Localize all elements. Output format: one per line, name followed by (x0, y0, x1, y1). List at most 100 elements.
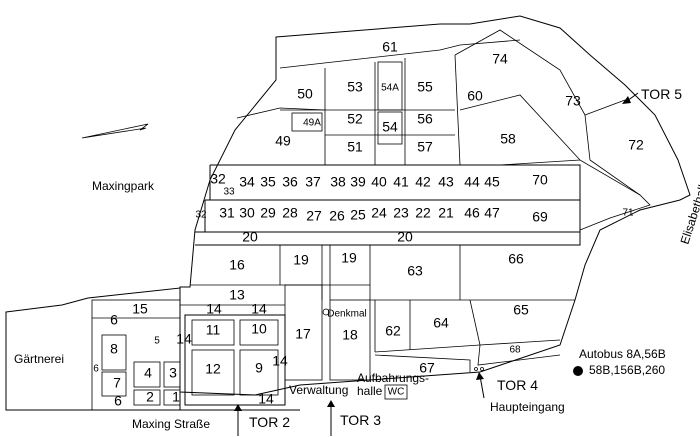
plot-21: 21 (438, 205, 454, 221)
plot-73: 73 (565, 93, 581, 109)
plot-17: 17 (295, 326, 311, 342)
plot-61: 61 (382, 39, 398, 55)
plot-32-lower: 32 (195, 210, 207, 221)
cemetery-boundary (179, 15, 691, 396)
plot-39: 39 (350, 174, 366, 190)
plot-47: 47 (484, 205, 500, 221)
gate-arrows (234, 92, 639, 436)
plot-3: 3 (169, 365, 177, 381)
plot-64: 64 (433, 315, 449, 331)
plot-2-box (133, 389, 161, 406)
plot-35: 35 (260, 174, 276, 190)
plot-7: 7 (113, 375, 121, 391)
plot-4: 4 (144, 365, 152, 381)
plot-14-b: 14 (251, 301, 267, 317)
plot-42: 42 (415, 174, 431, 190)
bus-stop-small-2 (480, 367, 484, 371)
tor-3-arrowhead (327, 400, 335, 407)
plot-20-east: 20 (397, 229, 413, 245)
plot-14-e: 14 (258, 391, 274, 407)
tor-5-label: TOR 5 (641, 86, 682, 102)
plot-8: 8 (110, 341, 118, 357)
plot-40: 40 (371, 174, 387, 190)
plot-72: 72 (628, 137, 644, 153)
plot-45: 45 (484, 174, 500, 190)
plot-66: 66 (508, 251, 524, 267)
denkmal-label: Denkmal (327, 309, 366, 320)
path-line (374, 354, 471, 372)
plot-25: 25 (350, 207, 366, 223)
plot-29: 29 (260, 205, 276, 221)
tor-5-arrowhead (622, 96, 631, 104)
map-outlines (5, 15, 691, 411)
plot-69: 69 (532, 209, 548, 225)
plot-12: 12 (205, 361, 221, 377)
plot-60: 60 (467, 88, 483, 104)
path-line (374, 339, 561, 353)
plot-56: 56 (417, 111, 433, 127)
plot-49: 49 (275, 133, 291, 149)
north-arrow (81, 123, 149, 139)
aufbahrungshalle-label-2: halle (357, 384, 383, 398)
path-line (279, 39, 521, 69)
plot-52: 52 (347, 111, 363, 127)
autobus-label-2: 58B,156B,260 (589, 363, 665, 377)
plot-57: 57 (417, 139, 433, 155)
plot-8-box (101, 334, 127, 371)
plot-5: 5 (154, 336, 160, 347)
plot-7-box (101, 371, 127, 397)
plot-2: 2 (146, 389, 154, 405)
plot-14-d: 14 (272, 353, 288, 369)
plot-49a: 49A (303, 118, 321, 129)
plot-44: 44 (464, 174, 480, 190)
plot-54a-box (377, 61, 403, 111)
plot-10-box (239, 319, 279, 346)
plot-67: 67 (419, 360, 435, 376)
plot-50: 50 (297, 86, 313, 102)
path-line (454, 54, 461, 166)
tor-2-arrowhead (234, 404, 242, 411)
plot-6-bottom: 6 (114, 393, 122, 409)
plot-6-side: 6 (93, 364, 99, 375)
plot-11: 11 (206, 322, 221, 338)
bus-stop-small-1 (474, 367, 478, 371)
plot-58: 58 (500, 131, 516, 147)
plot-49a-box (291, 112, 323, 132)
path-line (454, 29, 626, 116)
plot-63: 63 (407, 263, 423, 279)
plot-11-box (191, 319, 235, 346)
plot-6-top: 6 (110, 312, 118, 328)
tor-4-arrowhead (476, 372, 484, 380)
plot-24: 24 (371, 205, 387, 221)
path-line (459, 94, 581, 161)
plot-41: 41 (393, 174, 409, 190)
plot-37: 37 (305, 174, 321, 190)
plot-27: 27 (306, 208, 322, 224)
path-line (236, 107, 326, 119)
path-line (477, 344, 561, 366)
autobus-label-1: Autobus 8A,56B (579, 347, 666, 361)
plot-numbers: 61 74 50 53 54A 55 60 73 52 56 54 49A 49… (93, 39, 644, 409)
tor-2-label: TOR 2 (249, 414, 290, 430)
wc-label: WC (388, 387, 405, 398)
plot-71: 71 (622, 208, 634, 219)
path-20 (195, 231, 581, 246)
plot-19-west: 19 (293, 252, 309, 268)
plot-28: 28 (282, 205, 298, 221)
plot-70: 70 (532, 172, 548, 188)
plot-26: 26 (329, 208, 345, 224)
plot-54a: 54A (381, 83, 399, 94)
plot-3-box (163, 361, 181, 388)
plot-10: 10 (251, 321, 267, 337)
plot-23: 23 (393, 205, 409, 221)
plot-4-box (133, 361, 161, 388)
plot-74: 74 (492, 51, 508, 67)
plot-62: 62 (385, 323, 401, 339)
plot-12-box (191, 349, 235, 396)
haupteingang-label: Haupteingang (490, 400, 565, 414)
plot-14-c: 14 (176, 331, 192, 347)
path-line (499, 159, 651, 231)
plot-19-east: 19 (341, 250, 357, 266)
place-labels: Maxingpark Elisabethallee Gärtnerei Denk… (14, 86, 700, 431)
plot-36: 36 (282, 174, 298, 190)
